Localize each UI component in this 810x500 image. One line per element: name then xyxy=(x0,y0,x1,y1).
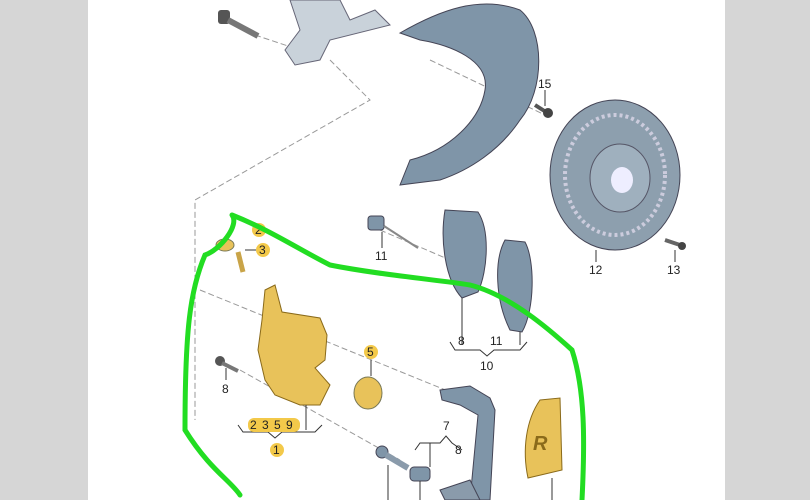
label-12: 12 xyxy=(589,263,603,277)
label-10: 10 xyxy=(480,359,494,373)
pad-set-bracket xyxy=(449,298,528,357)
label-13: 13 xyxy=(667,263,681,277)
label-11-pad: 11 xyxy=(490,334,503,348)
parts-diagram: 15 12 13 11 8 11 10 2 3 xyxy=(88,0,725,500)
badge-3 xyxy=(256,243,270,257)
brake-assembly-drawing: 15 12 13 11 8 11 10 2 3 xyxy=(182,0,686,500)
splash-shield xyxy=(398,3,540,186)
guide-sleeve xyxy=(409,466,431,482)
label-8-bolt: 8 xyxy=(222,382,229,396)
label-7: 7 xyxy=(443,419,450,433)
brake-caliper xyxy=(257,284,331,406)
brake-pad-outer xyxy=(442,209,487,299)
caliper-cover-r-logo xyxy=(524,397,563,479)
carrier-foot xyxy=(439,479,481,500)
caliper-bracket xyxy=(237,405,323,439)
label-8-carrier: 8 xyxy=(455,443,462,457)
bleed-screw xyxy=(235,249,256,273)
shield-bolt xyxy=(533,90,553,118)
carrier-bolt xyxy=(375,445,410,500)
label-caliper-sub-1: 3 xyxy=(262,418,269,432)
carrier-sub-bracket xyxy=(414,435,463,467)
label-2-top: 2 xyxy=(255,223,262,237)
knuckle-bolt xyxy=(218,10,260,39)
brake-pad-inner xyxy=(497,239,533,333)
label-3: 3 xyxy=(259,243,266,257)
label-11-sensor: 11 xyxy=(375,249,388,263)
annotation-outline xyxy=(182,212,587,500)
piston-seal xyxy=(353,376,383,410)
guide-bolt xyxy=(215,356,239,380)
label-caliper-sub-0: 2 xyxy=(250,418,257,432)
r-logo: R xyxy=(533,433,548,455)
label-15: 15 xyxy=(538,77,552,91)
badge-5 xyxy=(364,345,378,359)
label-caliper-sub-3: 9 xyxy=(286,418,293,432)
brake-disc xyxy=(549,99,681,262)
label-5: 5 xyxy=(367,345,374,359)
label-caliper-sub-2: 5 xyxy=(274,418,281,432)
disc-screw xyxy=(664,238,686,262)
badge-caliper-sub xyxy=(248,418,300,432)
label-1: 1 xyxy=(273,443,280,457)
badge-1 xyxy=(270,443,284,457)
caliper-carrier xyxy=(439,385,496,500)
wear-sensor xyxy=(367,215,419,249)
steering-knuckle xyxy=(284,0,391,66)
label-8-pad: 8 xyxy=(458,334,465,348)
